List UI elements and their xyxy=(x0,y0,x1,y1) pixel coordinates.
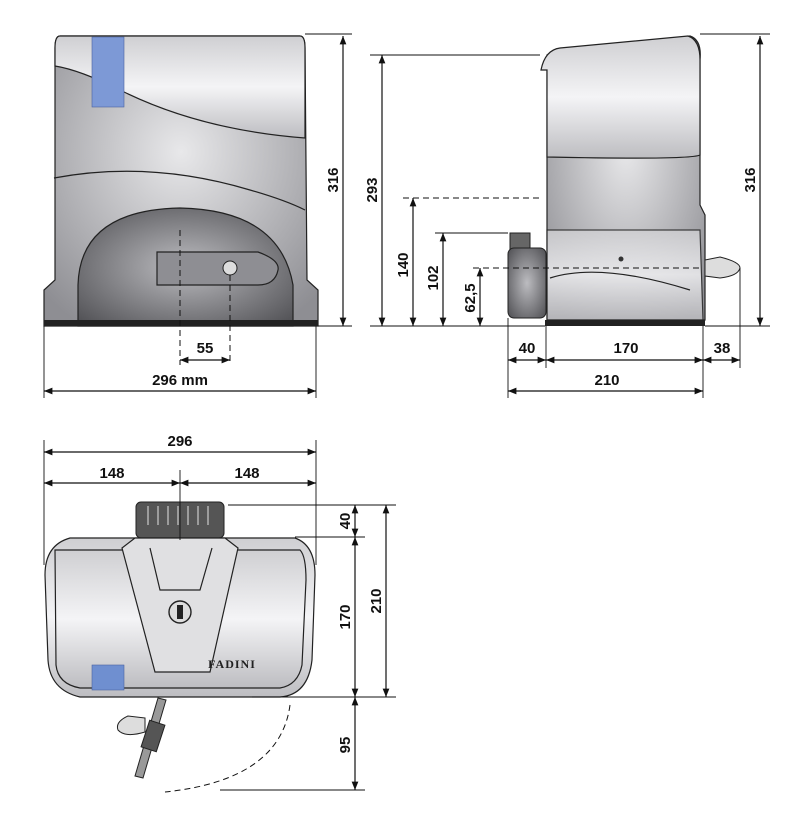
top-right-half-label: 148 xyxy=(234,465,259,482)
blue-label xyxy=(91,36,125,108)
side-cover xyxy=(540,35,701,159)
side-cover-height-label: 293 xyxy=(364,177,381,202)
top-total-depth-label: 210 xyxy=(368,588,385,613)
side-40-label: 40 xyxy=(519,340,536,357)
release-handle[interactable] xyxy=(156,251,279,286)
brand-logo: FADINI xyxy=(208,657,256,671)
swing-arc xyxy=(164,704,291,793)
gear-housing xyxy=(507,247,547,319)
front-height-label: 316 xyxy=(325,167,342,192)
side-key-icon[interactable] xyxy=(704,256,741,279)
side-140-label: 140 xyxy=(395,252,412,277)
top-view: FADINI 296 148 148 40 170 210 95 xyxy=(43,433,396,793)
top-body-depth-label: 170 xyxy=(337,604,354,629)
front-mid-line xyxy=(53,170,306,211)
front-view: 316 55 296 mm xyxy=(43,33,352,398)
side-102-label: 102 xyxy=(425,265,442,290)
top-gear-depth-label: 40 xyxy=(337,513,354,530)
top-left-half-label: 148 xyxy=(99,465,124,482)
side-38-label: 38 xyxy=(714,340,731,357)
top-key-swing-label: 95 xyxy=(337,737,354,754)
side-view: 293 140 102 62,5 316 40 170 38 210 xyxy=(364,33,770,398)
side-height-label: 316 xyxy=(742,167,759,192)
side-170-label: 170 xyxy=(613,340,638,357)
top-blue-label xyxy=(91,664,125,691)
side-210-label: 210 xyxy=(594,372,619,389)
front-offset-label: 55 xyxy=(197,340,214,357)
top-key-icon[interactable] xyxy=(117,715,146,736)
top-width-label: 296 xyxy=(167,433,192,450)
lock-icon[interactable] xyxy=(222,260,238,276)
side-625-label: 62,5 xyxy=(462,283,479,312)
front-width-label: 296 mm xyxy=(152,372,208,389)
